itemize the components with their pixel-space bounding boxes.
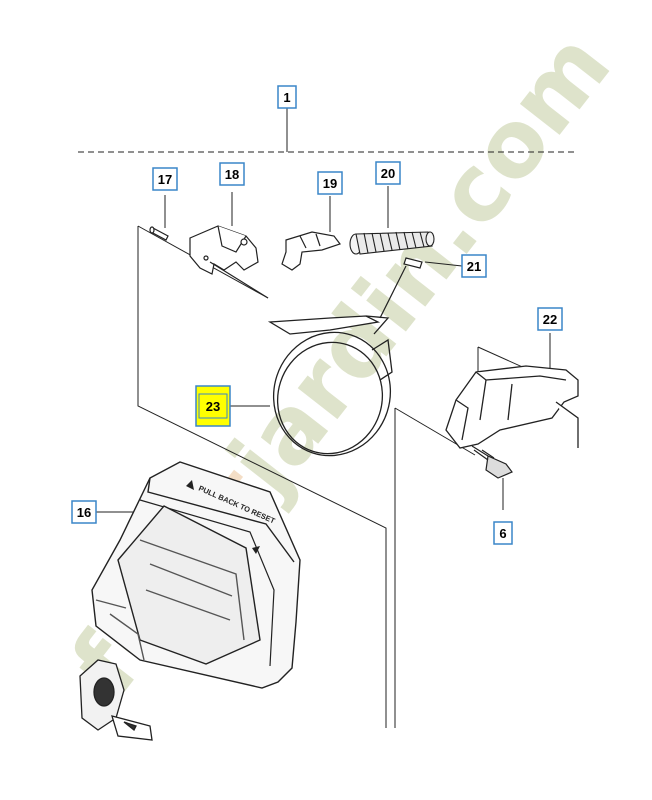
part-brake-band [267, 315, 393, 457]
callout-20: 20 [375, 161, 401, 185]
part-lever [189, 225, 269, 299]
callout-19: 19 [317, 171, 343, 195]
callout-18: 18 [219, 162, 245, 186]
callout-17: 17 [152, 167, 178, 191]
svg-text:22: 22 [543, 312, 557, 327]
part-screw [471, 445, 513, 479]
callout-23-highlighted: 23 [195, 385, 231, 427]
part-hand-guard: PULL BACK TO RESET [91, 461, 301, 689]
svg-text:19: 19 [323, 176, 337, 191]
svg-text:23: 23 [206, 399, 220, 414]
part-latch [281, 231, 341, 271]
svg-text:20: 20 [381, 166, 395, 181]
part-fragment [79, 659, 153, 741]
callout-21: 21 [461, 254, 487, 278]
part-pin [149, 226, 169, 241]
callout-22: 22 [537, 307, 563, 331]
svg-text:21: 21 [467, 259, 481, 274]
svg-text:18: 18 [225, 167, 239, 182]
callout-16: 16 [71, 500, 97, 524]
svg-text:17: 17 [158, 172, 172, 187]
callout-6: 6 [493, 521, 513, 545]
svg-text:6: 6 [499, 526, 506, 541]
part-guard-bracket [445, 365, 579, 449]
callout-1: 1 [277, 85, 297, 109]
svg-text:16: 16 [77, 505, 91, 520]
svg-text:1: 1 [283, 90, 290, 105]
part-spring [349, 231, 435, 255]
part-rivet [379, 257, 423, 319]
